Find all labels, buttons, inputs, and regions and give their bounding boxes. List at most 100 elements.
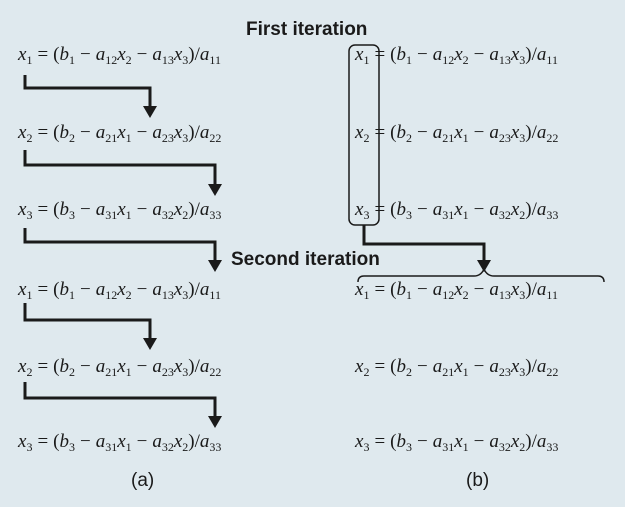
sub-t2_var_sub: 3 — [519, 365, 526, 379]
sub-t2_var_sub: 3 — [182, 53, 189, 67]
equation-b-row3-x3: x3=(b3−a31x1−a32x2)/a33 — [355, 199, 558, 222]
sub-t2_var_sub: 3 — [519, 288, 526, 302]
sub-b_sub: 2 — [405, 365, 412, 379]
arrowhead-a-3 — [208, 260, 222, 272]
sub-t1_var_sub: 1 — [462, 208, 469, 222]
var-t1_coef: a — [432, 356, 443, 377]
arrow-a-3 — [23, 228, 217, 262]
arrow-a-5 — [23, 382, 217, 418]
sub-b_sub: 1 — [405, 53, 412, 67]
sub-b_sub: 2 — [68, 131, 75, 145]
var-t1_coef: a — [95, 122, 106, 143]
symbol-minus: − — [136, 431, 148, 452]
var-t2_var: x — [510, 431, 520, 452]
var-t1_coef: a — [95, 199, 106, 220]
symbol-slash: / — [194, 44, 200, 65]
symbol-minus: − — [79, 199, 91, 220]
symbol-lparen: ( — [53, 44, 60, 65]
sub-t2_coef_sub: 32 — [498, 208, 511, 222]
symbol-slash: / — [531, 44, 537, 65]
sub-b_sub: 1 — [68, 53, 75, 67]
var-t1_var: x — [454, 122, 463, 143]
var-t2_coef: a — [489, 431, 499, 452]
sub-t2_coef_sub: 32 — [498, 440, 511, 454]
equation-a-row6-x3: x3=(b3−a31x1−a32x2)/a33 — [18, 431, 222, 454]
symbol-minus: − — [473, 122, 485, 143]
equation-b-row4-x1: x1=(b1−a12x2−a13x3)/a11 — [355, 279, 558, 302]
sub-t1_var_sub: 2 — [125, 288, 132, 302]
var-lhs: x — [18, 356, 27, 377]
equation-b-row2-x2: x2=(b2−a21x1−a23x3)/a22 — [355, 122, 558, 145]
var-lhs: x — [355, 122, 364, 143]
sub-t2_coef_sub: 23 — [161, 131, 174, 145]
var-den: a — [199, 199, 210, 220]
var-t1_var: x — [117, 279, 126, 300]
sub-t2_coef_sub: 23 — [161, 365, 174, 379]
symbol-rparen: ) — [188, 431, 195, 452]
arrow-a-4 — [23, 303, 152, 340]
symbol-minus: − — [416, 44, 428, 65]
var-t1_coef: a — [95, 431, 106, 452]
sub-den_sub: 33 — [209, 208, 222, 222]
var-t1_var: x — [454, 356, 463, 377]
arrow-a-2 — [23, 150, 217, 186]
heading-first-iteration: First iteration — [246, 19, 368, 40]
symbol-minus: − — [416, 122, 428, 143]
var-t1_var: x — [117, 122, 126, 143]
sub-t1_coef_sub: 31 — [442, 440, 455, 454]
arrow-a-1 — [23, 75, 152, 108]
symbol-eq: = — [37, 431, 49, 452]
symbol-rparen: ) — [525, 431, 532, 452]
symbol-eq: = — [37, 356, 49, 377]
arrowhead-a-1 — [143, 106, 157, 118]
var-b: b — [59, 279, 69, 300]
symbol-lparen: ( — [390, 122, 397, 143]
sub-t1_coef_sub: 12 — [442, 288, 455, 302]
sub-den_sub: 11 — [546, 53, 558, 67]
var-t2_coef: a — [152, 431, 162, 452]
sub-t2_coef_sub: 13 — [161, 288, 174, 302]
var-den: a — [199, 279, 210, 300]
sub-b_sub: 1 — [68, 288, 75, 302]
sub-t1_coef_sub: 31 — [105, 440, 118, 454]
symbol-minus: − — [136, 199, 148, 220]
symbol-eq: = — [37, 44, 49, 65]
heading-second-iteration: Second iteration — [231, 249, 380, 270]
equation-a-row5-x2: x2=(b2−a21x1−a23x3)/a22 — [18, 356, 221, 379]
sub-lhs_sub: 3 — [26, 440, 33, 454]
sub-t2_var_sub: 3 — [519, 131, 526, 145]
symbol-slash: / — [194, 122, 200, 143]
var-t1_coef: a — [95, 356, 106, 377]
symbol-minus: − — [416, 199, 428, 220]
var-t1_var: x — [454, 279, 463, 300]
var-t2_coef: a — [152, 199, 162, 220]
symbol-lparen: ( — [53, 122, 60, 143]
symbol-minus: − — [473, 279, 485, 300]
sub-den_sub: 33 — [209, 440, 222, 454]
var-den: a — [199, 356, 210, 377]
symbol-lparen: ( — [53, 199, 60, 220]
sub-t1_var_sub: 1 — [125, 440, 132, 454]
sub-den_sub: 33 — [546, 440, 559, 454]
symbol-slash: / — [194, 279, 200, 300]
symbol-rparen: ) — [525, 122, 532, 143]
symbol-rparen: ) — [525, 279, 532, 300]
var-t2_coef: a — [152, 356, 162, 377]
var-t1_coef: a — [95, 44, 106, 65]
sub-lhs_sub: 1 — [26, 288, 33, 302]
var-t1_coef: a — [432, 44, 443, 65]
sub-t1_coef_sub: 12 — [105, 53, 118, 67]
var-den: a — [199, 44, 210, 65]
sub-t1_var_sub: 1 — [462, 365, 469, 379]
sub-t1_var_sub: 1 — [125, 131, 132, 145]
sub-t2_coef_sub: 32 — [161, 208, 174, 222]
symbol-eq: = — [37, 199, 49, 220]
var-t1_var: x — [454, 44, 463, 65]
var-lhs: x — [355, 356, 364, 377]
var-t2_coef: a — [489, 356, 499, 377]
var-lhs: x — [18, 279, 27, 300]
var-t1_var: x — [454, 199, 463, 220]
var-b: b — [396, 44, 406, 65]
arrowhead-a-2 — [208, 184, 222, 196]
